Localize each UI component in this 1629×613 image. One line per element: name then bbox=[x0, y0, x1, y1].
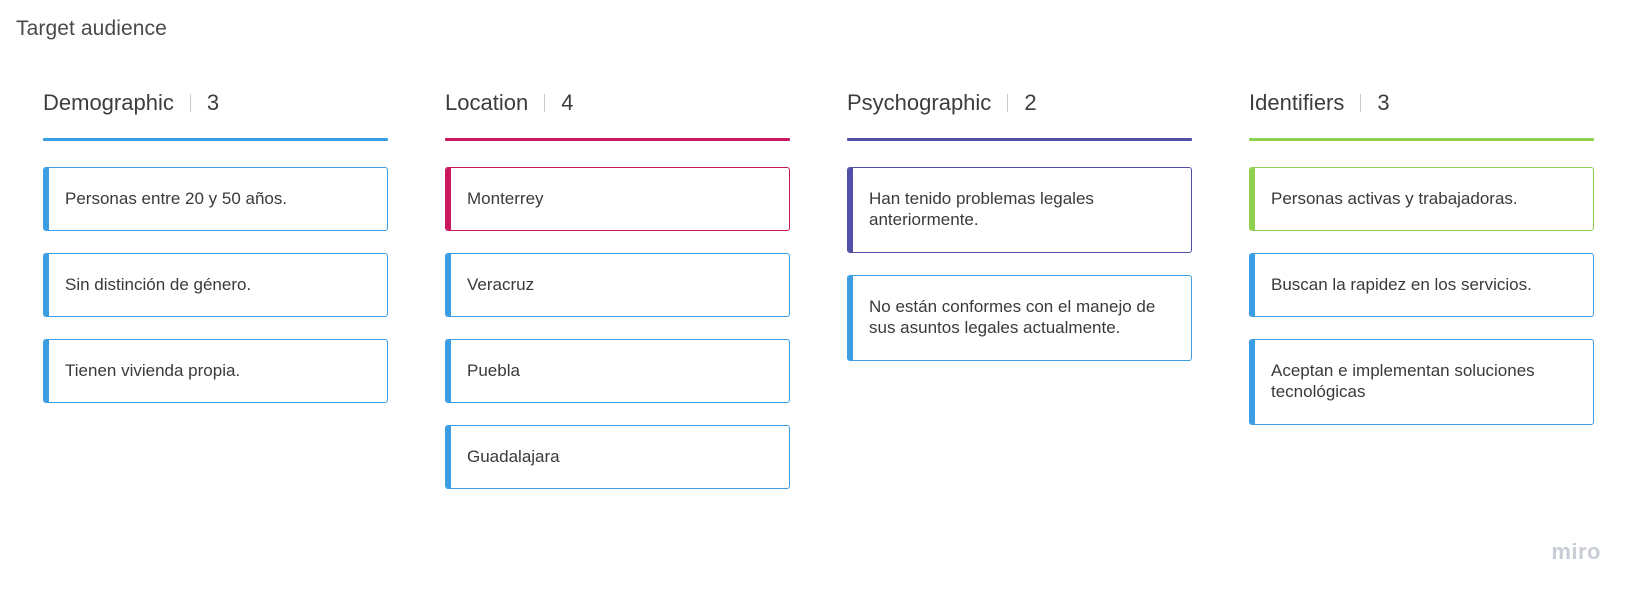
card[interactable]: Personas entre 20 y 50 años. bbox=[43, 167, 388, 231]
column-header-divider bbox=[189, 94, 191, 112]
miro-logo: miro bbox=[1551, 539, 1601, 564]
column-header[interactable]: Demographic 3 bbox=[43, 88, 388, 118]
card-count: 2 bbox=[1024, 90, 1037, 115]
card-text: Guadalajara bbox=[467, 447, 560, 466]
card-count: 3 bbox=[1377, 90, 1390, 115]
card-color-bar bbox=[446, 426, 451, 488]
card-count: 3 bbox=[206, 90, 220, 115]
frame-title[interactable]: Target audience bbox=[16, 17, 167, 40]
card[interactable]: Puebla bbox=[445, 339, 790, 403]
card[interactable]: Aceptan e implementan soluciones tecnoló… bbox=[1249, 339, 1594, 425]
card-text: Tienen vivienda propia. bbox=[65, 361, 241, 380]
column-psychographic: Psychographic 2 Han tenido problemas leg… bbox=[847, 88, 1192, 383]
card[interactable]: Han tenido problemas legales anteriormen… bbox=[847, 167, 1192, 253]
column-accent-line bbox=[445, 138, 790, 141]
column-demographic: Demographic 3 Personas entre 20 y 50 año… bbox=[43, 88, 388, 425]
card-text: Personas activas y trabajadoras. bbox=[1271, 189, 1518, 208]
card-text: Personas entre 20 y 50 años. bbox=[65, 189, 288, 208]
card-color-bar bbox=[1250, 168, 1255, 230]
column-header-divider bbox=[1360, 94, 1362, 112]
column-title: Identifiers bbox=[1249, 90, 1345, 115]
card[interactable]: Veracruz bbox=[445, 253, 790, 317]
card-color-bar bbox=[44, 254, 49, 316]
card-list: Monterrey Veracruz Puebla Guadalajara bbox=[445, 167, 790, 489]
card-list: Personas entre 20 y 50 años. Sin distinc… bbox=[43, 167, 388, 403]
card-color-bar bbox=[44, 168, 49, 230]
card-color-bar bbox=[848, 276, 853, 360]
card-text: Veracruz bbox=[467, 275, 535, 294]
card[interactable]: Tienen vivienda propia. bbox=[43, 339, 388, 403]
card-color-bar bbox=[1250, 340, 1255, 424]
card[interactable]: Buscan la rapidez en los servicios. bbox=[1249, 253, 1594, 317]
column-accent-line bbox=[847, 138, 1192, 141]
column-header-divider bbox=[544, 94, 546, 112]
column-title: Location bbox=[445, 90, 529, 115]
card-text: Puebla bbox=[467, 361, 520, 380]
column-accent-line bbox=[43, 138, 388, 141]
card-text: Sin distinción de género. bbox=[65, 275, 252, 294]
column-title: Psychographic bbox=[847, 90, 992, 115]
card[interactable]: Sin distinción de género. bbox=[43, 253, 388, 317]
card-color-bar bbox=[446, 254, 451, 316]
card[interactable]: Personas activas y trabajadoras. bbox=[1249, 167, 1594, 231]
column-location: Location 4 Monterrey Veracruz Puebla Gua… bbox=[445, 88, 790, 511]
card-text: Buscan la rapidez en los servicios. bbox=[1271, 275, 1532, 294]
card-text: No están conformes con el manejo de sus … bbox=[869, 297, 1156, 337]
card-color-bar bbox=[44, 340, 49, 402]
card-color-bar bbox=[848, 168, 853, 252]
column-header[interactable]: Psychographic 2 bbox=[847, 88, 1192, 118]
card-list: Han tenido problemas legales anteriormen… bbox=[847, 167, 1192, 361]
card-color-bar bbox=[446, 168, 451, 230]
column-accent-line bbox=[1249, 138, 1594, 141]
card[interactable]: Monterrey bbox=[445, 167, 790, 231]
card[interactable]: Guadalajara bbox=[445, 425, 790, 489]
card-text: Han tenido problemas legales anteriormen… bbox=[869, 189, 1094, 229]
card-text: Monterrey bbox=[467, 189, 544, 208]
column-header-divider bbox=[1007, 94, 1009, 112]
column-header[interactable]: Location 4 bbox=[445, 88, 790, 118]
card[interactable]: No están conformes con el manejo de sus … bbox=[847, 275, 1192, 361]
card-text: Aceptan e implementan soluciones tecnoló… bbox=[1271, 361, 1535, 401]
card-count: 4 bbox=[561, 90, 574, 115]
card-color-bar bbox=[446, 340, 451, 402]
column-header[interactable]: Identifiers 3 bbox=[1249, 88, 1594, 118]
card-list: Personas activas y trabajadoras. Buscan … bbox=[1249, 167, 1594, 425]
card-color-bar bbox=[1250, 254, 1255, 316]
column-identifiers: Identifiers 3 Personas activas y trabaja… bbox=[1249, 88, 1594, 447]
column-title: Demographic bbox=[43, 90, 174, 115]
